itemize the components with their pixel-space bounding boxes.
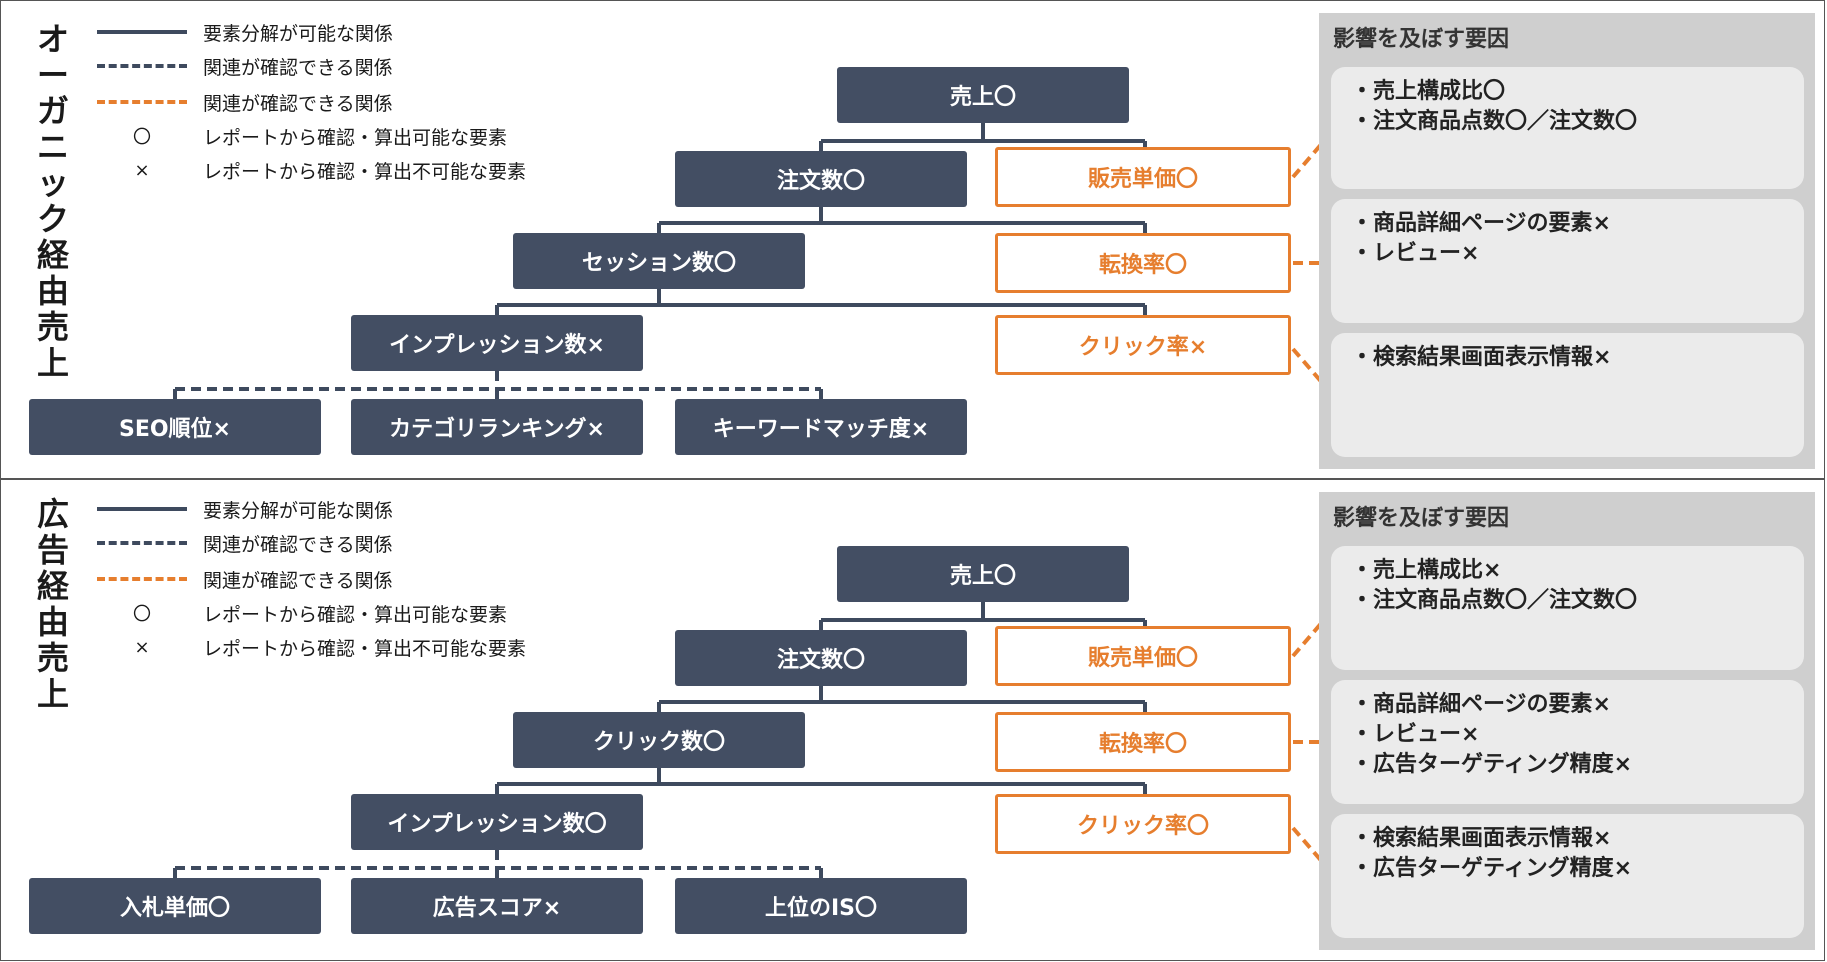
factor-item: ・商品詳細ページの要素× <box>1351 211 1611 236</box>
node-unit-price: 販売単価〇 <box>995 626 1291 686</box>
factor-card-conversion: ・商品詳細ページの要素× ・レビュー× ・広告ターゲティング精度× <box>1331 680 1804 804</box>
factor-item: ・レビュー× <box>1351 241 1480 266</box>
node-conversion: 転換率〇 <box>995 233 1291 293</box>
node-conversion: 転換率〇 <box>995 712 1291 772</box>
legend-item-circle: 〇 レポートから確認・算出可能な要素 <box>97 121 507 151</box>
node-orders: 注文数〇 <box>675 630 967 686</box>
factors-title: 影響を及ぼす要因 <box>1333 27 1510 52</box>
legend-label: レポートから確認・算出可能な要素 <box>203 126 508 149</box>
solid-line-swatch <box>97 507 187 511</box>
legend-label: 要素分解が可能な関係 <box>203 499 394 522</box>
legend-label: 関連が確認できる関係 <box>203 56 393 79</box>
legend-label: 関連が確認できる関係 <box>203 92 393 115</box>
orange-dashed-line-swatch <box>97 577 187 581</box>
legend-label: レポートから確認・算出不可能な要素 <box>203 637 527 660</box>
cross-symbol: × <box>134 159 150 181</box>
node-ad-score: 広告スコア× <box>351 878 643 934</box>
node-orders: 注文数〇 <box>675 151 967 207</box>
solid-line-swatch <box>97 30 187 34</box>
factors-title: 影響を及ぼす要因 <box>1333 506 1510 531</box>
legend-item-cross: × レポートから確認・算出不可能な要素 <box>97 632 526 662</box>
factor-item: ・検索結果画面表示情報× <box>1351 826 1612 851</box>
legend-item-solid: 要素分解が可能な関係 <box>97 17 393 47</box>
factor-item: ・売上構成比× <box>1351 558 1502 583</box>
dashed-line-swatch <box>97 64 187 68</box>
node-ctr: クリック率× <box>995 315 1291 375</box>
node-ctr: クリック率〇 <box>995 794 1291 854</box>
factor-card-ctr: ・検索結果画面表示情報× <box>1331 333 1804 457</box>
legend-item-dash: 関連が確認できる関係 <box>97 51 393 81</box>
legend-label: レポートから確認・算出不可能な要素 <box>203 160 527 183</box>
factor-item: ・注文商品点数〇／注文数〇 <box>1351 588 1638 613</box>
legend-item-dash: 関連が確認できる関係 <box>97 528 393 558</box>
node-unit-price: 販売単価〇 <box>995 147 1291 207</box>
ads-connectors <box>173 602 1333 878</box>
factor-item: ・売上構成比〇 <box>1351 79 1506 104</box>
dashed-line-swatch <box>97 541 187 545</box>
orange-dashed-line-swatch <box>97 100 187 104</box>
node-impressions: インプレッション数〇 <box>351 794 643 850</box>
node-category-rank: カテゴリランキング× <box>351 399 643 455</box>
ads-panel: 広告経由売上 要素分解が可能な関係 関連が確認できる関係 関連が確認できる関係 … <box>0 479 1825 961</box>
factor-item: ・注文商品点数〇／注文数〇 <box>1351 109 1638 134</box>
organic-connectors <box>173 123 1333 399</box>
legend-label: 関連が確認できる関係 <box>203 569 393 592</box>
factors-box: 影響を及ぼす要因 ・売上構成比× ・注文商品点数〇／注文数〇 ・商品詳細ページの… <box>1319 492 1815 950</box>
factor-item: ・広告ターゲティング精度× <box>1351 752 1633 777</box>
legend-item-cross: × レポートから確認・算出不可能な要素 <box>97 155 526 185</box>
factor-item: ・広告ターゲティング精度× <box>1351 856 1633 881</box>
legend-label: 要素分解が可能な関係 <box>203 22 394 45</box>
node-keyword-match: キーワードマッチ度× <box>675 399 967 455</box>
legend-item-solid: 要素分解が可能な関係 <box>97 494 393 524</box>
node-clicks: クリック数〇 <box>513 712 805 768</box>
node-top-is: 上位のIS〇 <box>675 878 967 934</box>
legend-item-orange-dash: 関連が確認できる関係 <box>97 87 393 117</box>
node-sales: 売上〇 <box>837 546 1129 602</box>
factor-item: ・商品詳細ページの要素× <box>1351 692 1611 717</box>
factor-card-unit-price: ・売上構成比〇 ・注文商品点数〇／注文数〇 <box>1331 67 1804 189</box>
legend-item-circle: 〇 レポートから確認・算出可能な要素 <box>97 598 507 628</box>
factors-box: 影響を及ぼす要因 ・売上構成比〇 ・注文商品点数〇／注文数〇 ・商品詳細ページの… <box>1319 13 1815 469</box>
legend-item-orange-dash: 関連が確認できる関係 <box>97 564 393 594</box>
factor-card-ctr: ・検索結果画面表示情報× ・広告ターゲティング精度× <box>1331 814 1804 938</box>
node-impressions: インプレッション数× <box>351 315 643 371</box>
factor-card-unit-price: ・売上構成比× ・注文商品点数〇／注文数〇 <box>1331 546 1804 670</box>
node-sessions: セッション数〇 <box>513 233 805 289</box>
organic-section-title: オーガニック経由売上 <box>36 20 69 382</box>
circle-symbol: 〇 <box>133 127 151 148</box>
factor-card-conversion: ・商品詳細ページの要素× ・レビュー× <box>1331 199 1804 323</box>
factor-item: ・検索結果画面表示情報× <box>1351 345 1612 370</box>
node-seo-rank: SEO順位× <box>29 399 321 455</box>
legend-label: 関連が確認できる関係 <box>203 533 393 556</box>
legend-label: レポートから確認・算出可能な要素 <box>203 603 508 626</box>
organic-panel: オーガニック経由売上 要素分解が可能な関係 関連が確認できる関係 関連が確認でき… <box>0 0 1825 479</box>
factor-item: ・レビュー× <box>1351 722 1480 747</box>
circle-symbol: 〇 <box>133 604 151 625</box>
ads-section-title: 広告経由売上 <box>36 495 69 713</box>
cross-symbol: × <box>134 636 150 658</box>
node-bid-price: 入札単価〇 <box>29 878 321 934</box>
node-sales: 売上〇 <box>837 67 1129 123</box>
